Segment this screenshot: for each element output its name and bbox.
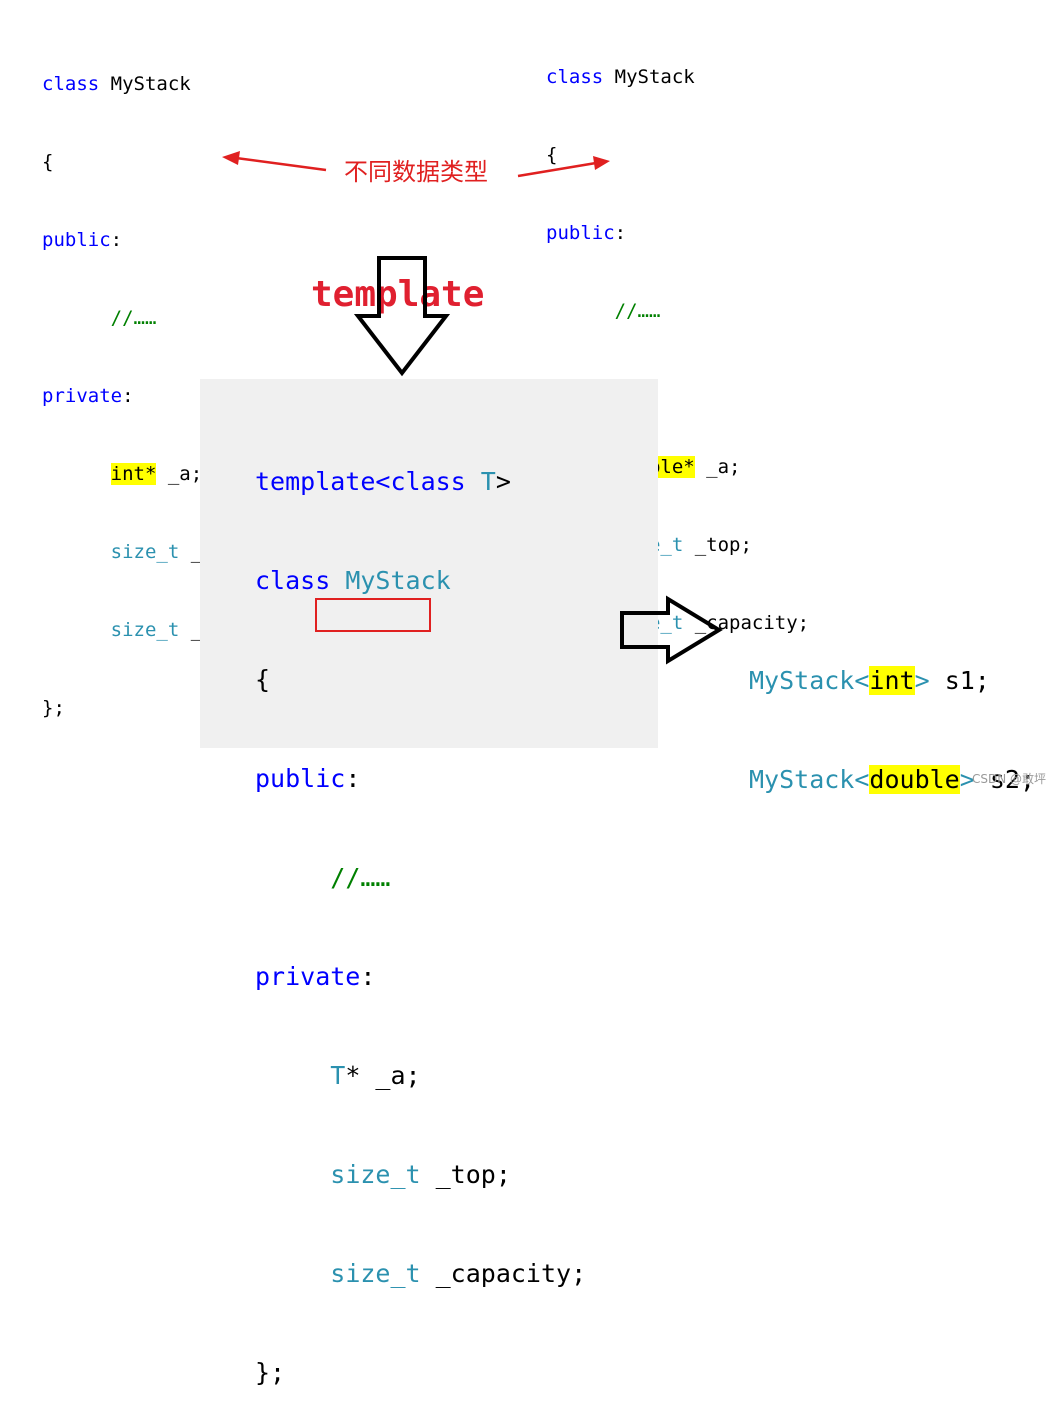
angle-close: > bbox=[914, 666, 930, 695]
colon: : bbox=[614, 222, 627, 244]
a-member: _a; bbox=[694, 456, 741, 478]
capacity-member: _capacity; bbox=[420, 1259, 587, 1288]
colon: : bbox=[360, 962, 376, 991]
class-param-keyword: <class bbox=[375, 467, 466, 496]
top-member: _top; bbox=[420, 1160, 511, 1189]
class-name: MyStack bbox=[99, 73, 191, 95]
type-param-t: T bbox=[480, 467, 496, 496]
size-t-type: size_t bbox=[110, 619, 180, 641]
open-brace: { bbox=[42, 151, 54, 173]
public-keyword: public bbox=[255, 764, 346, 793]
private-keyword: private bbox=[42, 385, 123, 407]
s2-var: s2; bbox=[974, 765, 1036, 794]
arrows-layer bbox=[222, 151, 723, 665]
right-arrow-icon bbox=[620, 595, 723, 665]
size-t-type: size_t bbox=[110, 541, 180, 563]
template-keyword: template bbox=[255, 467, 376, 496]
top-member: _top; bbox=[683, 534, 752, 556]
public-keyword: public bbox=[42, 229, 111, 251]
class-keyword: class bbox=[546, 66, 604, 88]
comment: //…… bbox=[614, 300, 661, 322]
size-t-type: size_t bbox=[330, 1259, 421, 1288]
close-brace: }; bbox=[42, 697, 65, 719]
colon: : bbox=[345, 764, 361, 793]
t-pointer-red-box bbox=[315, 598, 431, 632]
open-brace: { bbox=[255, 665, 271, 694]
angle-open: < bbox=[854, 765, 870, 794]
watermark: CSDN @敢坪 bbox=[971, 772, 1046, 786]
red-arrow-left-icon bbox=[222, 151, 327, 172]
different-types-label: 不同数据类型 bbox=[344, 158, 488, 186]
int-pointer-highlight: int* bbox=[110, 463, 157, 485]
colon: : bbox=[110, 229, 123, 251]
a-member: * _a; bbox=[345, 1061, 421, 1090]
instantiation-code: MyStack<int> s1; MyStack<double> s2; bbox=[749, 598, 1035, 829]
class-keyword: class bbox=[42, 73, 100, 95]
template-label: template bbox=[311, 274, 485, 315]
type-name: MyStack bbox=[749, 765, 855, 794]
angle-open: < bbox=[854, 666, 870, 695]
private-keyword: private bbox=[255, 962, 361, 991]
comment: //…… bbox=[330, 863, 391, 892]
angle-close: > bbox=[495, 467, 511, 496]
s1-var: s1; bbox=[929, 666, 990, 695]
template-code-box bbox=[200, 379, 658, 748]
double-highlight: double bbox=[869, 765, 960, 794]
class-name: MyStack bbox=[603, 66, 695, 88]
colon: : bbox=[122, 385, 134, 407]
size-t-type: size_t bbox=[330, 1160, 421, 1189]
capacity-member: _capacity; bbox=[683, 612, 810, 634]
comment: //…… bbox=[110, 307, 157, 329]
open-brace: { bbox=[546, 144, 558, 166]
close-brace: }; bbox=[255, 1358, 286, 1387]
a-member: _a; bbox=[156, 463, 203, 485]
type-name: MyStack bbox=[749, 666, 855, 695]
down-arrow-icon bbox=[353, 256, 451, 377]
int-highlight: int bbox=[869, 666, 915, 695]
class-name: MyStack bbox=[345, 566, 451, 595]
t-pointer-type: T bbox=[330, 1061, 346, 1090]
public-keyword: public bbox=[546, 222, 615, 244]
class-keyword: class bbox=[255, 566, 331, 595]
red-arrow-right-icon bbox=[517, 156, 610, 178]
angle-close: > bbox=[959, 765, 975, 794]
